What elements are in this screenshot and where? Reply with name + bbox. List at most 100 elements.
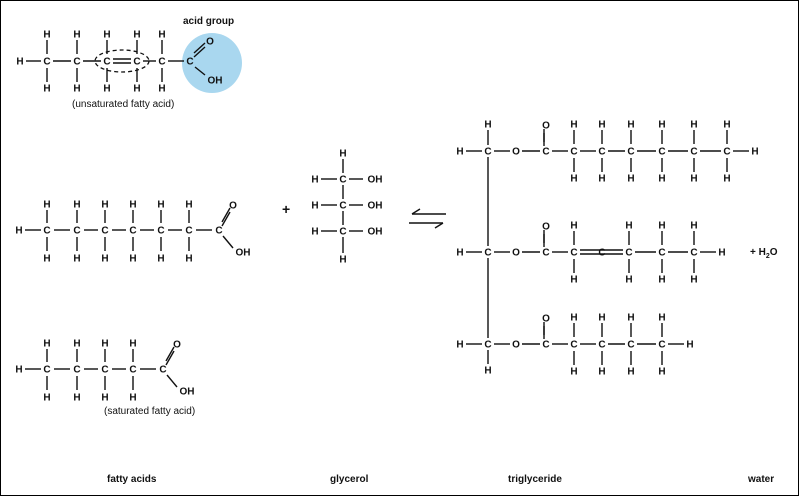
atom-h: H xyxy=(627,120,634,131)
atom-c: C xyxy=(627,147,634,158)
atom-h: H xyxy=(158,30,165,41)
equilibrium-arrows xyxy=(409,208,446,229)
atom-o: O xyxy=(542,222,550,233)
atom-c: C xyxy=(101,226,108,237)
atom-h: H xyxy=(43,84,50,95)
atom-c: C xyxy=(73,365,80,376)
atom-h: H xyxy=(158,84,165,95)
atom-h: H xyxy=(101,339,108,350)
atom-o: O xyxy=(173,340,181,351)
atom-c: C xyxy=(570,340,577,351)
bond xyxy=(166,374,178,388)
water-term: + H2O xyxy=(750,247,778,260)
atom-c: C xyxy=(157,226,164,237)
atom-c: C xyxy=(570,147,577,158)
label-triglyceride: triglyceride xyxy=(508,474,562,485)
double-bond xyxy=(193,42,206,54)
hydroxyl-group: OH xyxy=(368,175,383,186)
atom-c: C xyxy=(625,248,632,259)
atom-h: H xyxy=(339,255,346,266)
atom-h: H xyxy=(101,200,108,211)
atom-h: H xyxy=(658,367,665,378)
atom-c: C xyxy=(542,248,549,259)
atom-c: C xyxy=(690,147,697,158)
double-bond xyxy=(193,46,206,58)
atom-h: H xyxy=(598,367,605,378)
atom-h: H xyxy=(43,30,50,41)
atom-h: H xyxy=(570,367,577,378)
atom-h: H xyxy=(157,254,164,265)
atom-h: H xyxy=(658,221,665,232)
acid-group-highlight xyxy=(182,33,242,93)
atom-c: C xyxy=(103,57,110,68)
atom-h: H xyxy=(129,393,136,404)
hydroxyl-group: OH xyxy=(180,387,195,398)
double-bond xyxy=(165,346,175,362)
atom-o: O xyxy=(512,248,520,259)
atom-c: C xyxy=(133,57,140,68)
atom-o: O xyxy=(229,201,237,212)
label-fatty-acids: fatty acids xyxy=(107,474,157,485)
atom-h: H xyxy=(16,57,23,68)
atom-h: H xyxy=(129,200,136,211)
atom-h: H xyxy=(723,174,730,185)
hydroxyl-group: OH xyxy=(208,76,223,87)
atom-c: C xyxy=(159,365,166,376)
atom-h: H xyxy=(185,254,192,265)
atom-c: C xyxy=(185,226,192,237)
atom-c: C xyxy=(43,365,50,376)
atom-c: C xyxy=(542,147,549,158)
atom-c: C xyxy=(658,147,665,158)
atom-c: C xyxy=(627,340,634,351)
bond xyxy=(222,235,234,249)
atom-c: C xyxy=(339,201,346,212)
atom-h: H xyxy=(598,120,605,131)
atom-h: H xyxy=(311,227,318,238)
atom-h: H xyxy=(570,313,577,324)
atom-h: H xyxy=(157,200,164,211)
double-bond xyxy=(221,211,231,227)
hydroxyl-group: OH xyxy=(368,201,383,212)
atom-h: H xyxy=(129,339,136,350)
atom-h: H xyxy=(43,339,50,350)
atom-c: C xyxy=(484,340,491,351)
atom-h: H xyxy=(101,254,108,265)
atom-o: O xyxy=(512,147,520,158)
atom-o: O xyxy=(542,121,550,132)
bonds xyxy=(25,40,749,390)
atom-h: H xyxy=(101,393,108,404)
atom-h: H xyxy=(484,120,491,131)
atom-h: H xyxy=(598,313,605,324)
atom-o: O xyxy=(512,340,520,351)
atom-c: C xyxy=(43,226,50,237)
atom-c: C xyxy=(598,147,605,158)
atom-c: C xyxy=(570,248,577,259)
atom-c: C xyxy=(129,365,136,376)
atom-h: H xyxy=(627,367,634,378)
atom-h: H xyxy=(456,340,463,351)
atom-c: C xyxy=(339,175,346,186)
unsaturated-caption: (unsaturated fatty acid) xyxy=(72,99,174,110)
atom-c: C xyxy=(723,147,730,158)
atom-c: C xyxy=(690,248,697,259)
atom-c: C xyxy=(484,248,491,259)
atom-c: C xyxy=(186,57,193,68)
atom-c: C xyxy=(101,365,108,376)
hydroxyl-group: OH xyxy=(368,227,383,238)
atom-h: H xyxy=(570,174,577,185)
atom-h: H xyxy=(570,275,577,286)
atom-h: H xyxy=(625,275,632,286)
atom-h: H xyxy=(133,30,140,41)
atom-h: H xyxy=(103,84,110,95)
atom-h: H xyxy=(339,149,346,160)
atom-c: C xyxy=(129,226,136,237)
atom-h: H xyxy=(15,365,22,376)
atom-h: H xyxy=(723,120,730,131)
atom-h: H xyxy=(456,147,463,158)
atom-h: H xyxy=(570,221,577,232)
atom-c: C xyxy=(73,226,80,237)
atom-h: H xyxy=(751,147,758,158)
atom-h: H xyxy=(658,275,665,286)
